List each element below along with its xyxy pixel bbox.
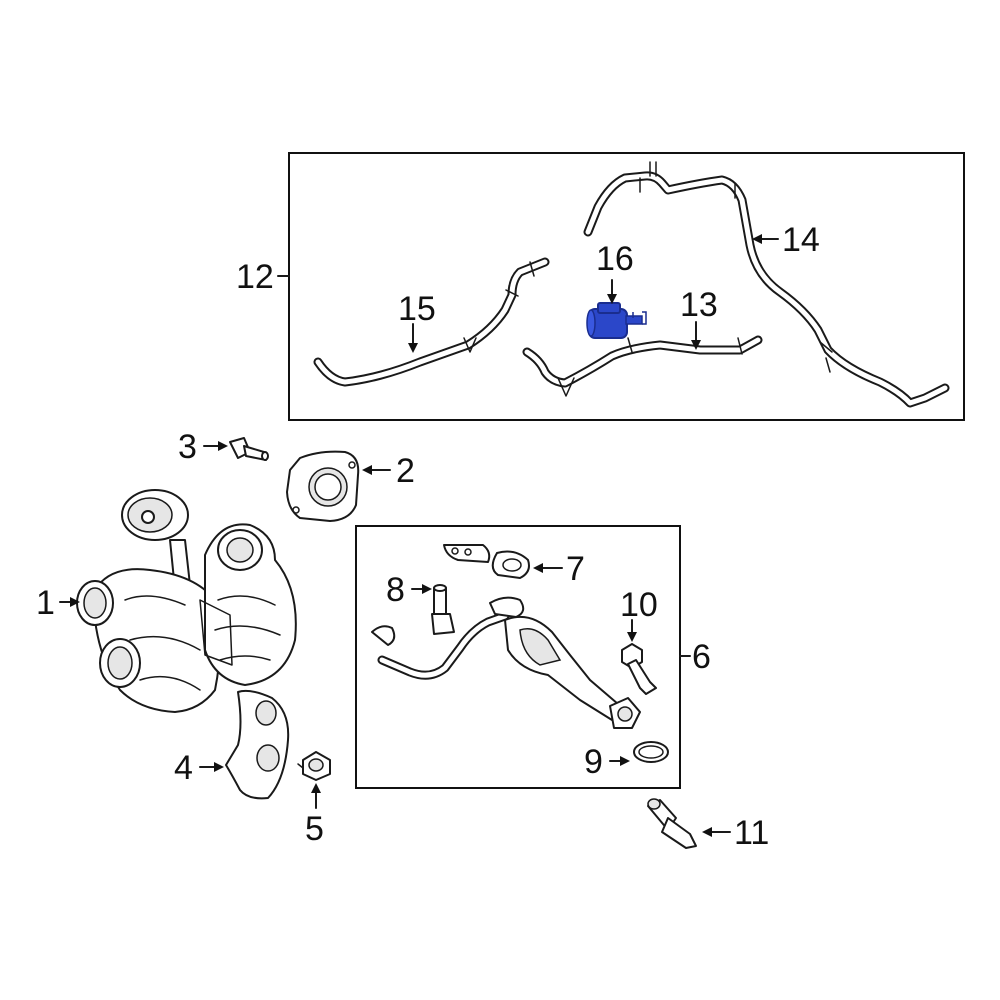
upper-group-box [288,152,965,421]
bolt-3[interactable] [229,437,269,461]
gasket-7[interactable] [443,544,530,579]
callout-16: 16 [596,240,634,278]
bolt-10[interactable] [621,643,657,695]
o-ring-9[interactable] [633,741,669,763]
callout-13: 13 [680,286,718,324]
fitting-8[interactable] [431,584,455,635]
gasket-2[interactable] [286,450,360,522]
callout-3: 3 [178,428,197,466]
callout-labels: 1 2 3 4 5 6 7 8 9 10 11 12 13 14 15 16 [36,221,820,852]
callout-6: 6 [692,638,711,676]
oil-feed-line-6[interactable] [371,596,641,729]
sensor-11[interactable] [647,798,697,849]
callout-7: 7 [566,550,585,588]
callout-11: 11 [734,814,769,852]
callout-5: 5 [305,810,324,848]
leader-lines [59,234,779,837]
callout-15: 15 [398,290,436,328]
callout-2: 2 [396,452,415,490]
heat-shield-4[interactable] [225,689,290,800]
turbocharger-1[interactable] [76,489,297,713]
vacuum-solenoid-16[interactable] [586,302,647,339]
nut-5[interactable] [297,751,331,781]
vacuum-hose-15[interactable] [313,257,550,387]
callout-4: 4 [174,749,193,787]
callout-14: 14 [782,221,820,259]
callout-1: 1 [36,584,55,622]
callout-12: 12 [236,258,274,296]
callout-8: 8 [386,571,405,609]
vacuum-hose-14[interactable] [583,161,950,408]
vacuum-hose-13[interactable] [522,335,763,397]
callout-10: 10 [620,586,658,624]
callout-9: 9 [584,743,603,781]
